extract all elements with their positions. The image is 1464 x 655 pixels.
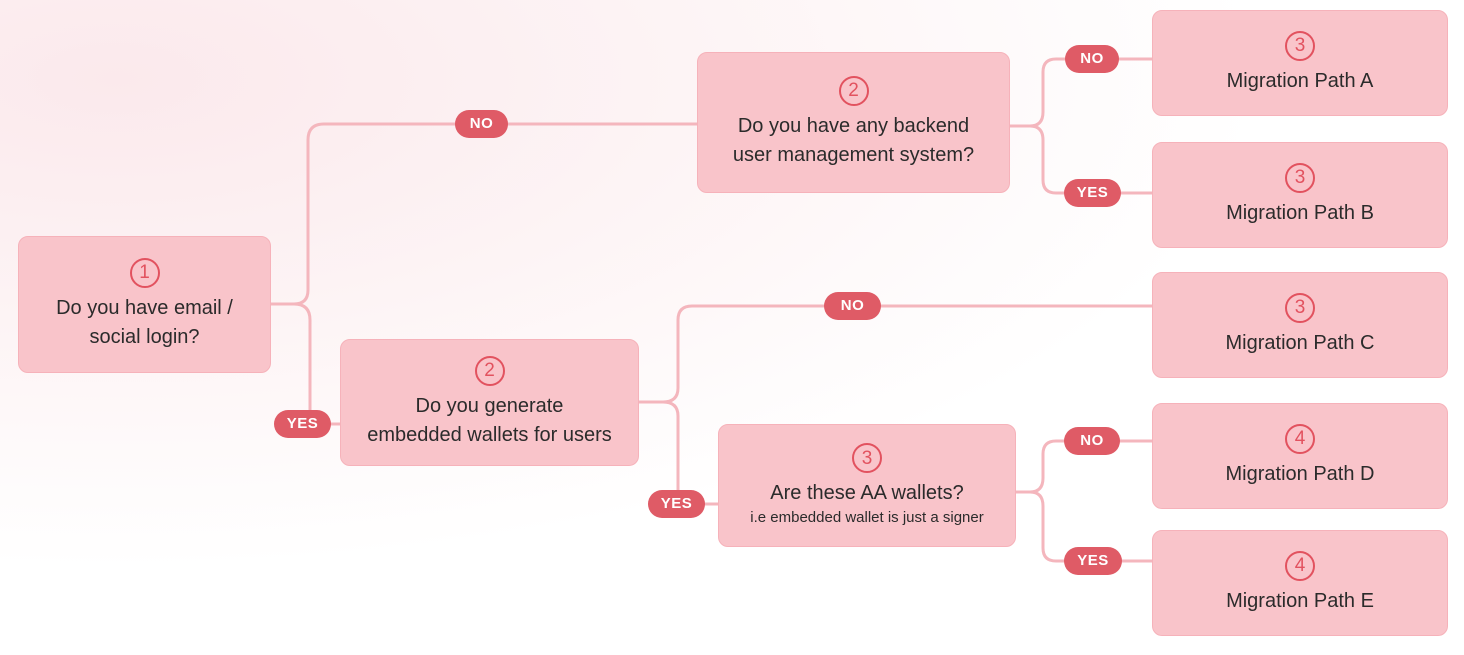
step-number-4: 4 xyxy=(1285,550,1315,581)
decision-question: Do you have any backend user management … xyxy=(732,114,975,166)
outcome-label: Migration Path D xyxy=(1225,462,1375,485)
connector-q2yes-yes xyxy=(661,400,720,506)
edge-label-no: NO xyxy=(824,292,881,320)
edge-label-yes: YES xyxy=(648,490,705,518)
decision-node-backend-system: 2 Do you have any backend user managemen… xyxy=(697,52,1010,193)
decision-subtext: i.e embedded wallet is just a signer xyxy=(750,509,984,526)
step-number-3: 3 xyxy=(1285,292,1315,323)
edge-label-yes: YES xyxy=(1064,179,1121,207)
connector-q2no-no xyxy=(1028,57,1154,128)
step-number-4: 4 xyxy=(1285,423,1315,454)
edge-label-yes: YES xyxy=(1064,547,1122,575)
connector-q1-no xyxy=(292,122,699,306)
step-number-3: 3 xyxy=(852,443,882,473)
connector-q3-yes xyxy=(1028,490,1154,563)
outcome-node-path-e: 4 Migration Path E xyxy=(1152,530,1448,636)
outcome-node-path-c: 3 Migration Path C xyxy=(1152,272,1448,378)
step-number-1: 1 xyxy=(129,257,160,288)
connector-q1-yes xyxy=(292,302,342,426)
connector-q2no-yes xyxy=(1028,124,1154,195)
outcome-label: Migration Path A xyxy=(1226,69,1374,92)
decision-question: Are these AA wallets? xyxy=(770,482,964,504)
edge-label-no: NO xyxy=(1064,427,1120,455)
outcome-node-path-b: 3 Migration Path B xyxy=(1152,142,1448,248)
outcome-node-path-d: 4 Migration Path D xyxy=(1152,403,1448,509)
decision-question: Do you generate embedded wallets for use… xyxy=(367,394,612,446)
outcome-label: Migration Path C xyxy=(1225,331,1375,354)
step-number-3: 3 xyxy=(1285,162,1315,193)
decision-node-embedded-wallets: 2 Do you generate embedded wallets for u… xyxy=(340,339,639,466)
edge-label-no: NO xyxy=(455,110,508,138)
decision-node-aa-wallets: 3 Are these AA wallets? i.e embedded wal… xyxy=(718,424,1016,547)
outcome-node-path-a: 3 Migration Path A xyxy=(1152,10,1448,116)
edge-label-yes: YES xyxy=(274,410,331,438)
decision-node-email-login: 1 Do you have email / social login? xyxy=(18,236,271,373)
edge-label-no: NO xyxy=(1065,45,1119,73)
connector-q3-no xyxy=(1028,439,1154,494)
outcome-label: Migration Path E xyxy=(1226,589,1374,612)
step-number-2: 2 xyxy=(838,75,869,106)
step-number-3: 3 xyxy=(1285,30,1315,61)
connector-q2yes-no xyxy=(661,304,1154,404)
outcome-label: Migration Path B xyxy=(1226,201,1374,224)
step-number-2: 2 xyxy=(474,355,505,386)
decision-question: Do you have email / social login? xyxy=(56,296,233,348)
